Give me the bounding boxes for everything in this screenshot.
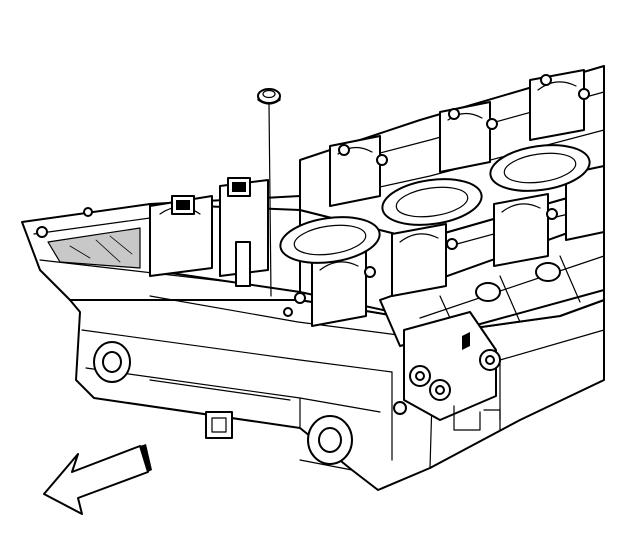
front-end-bolts	[393, 311, 501, 431]
o-ring-seal-icon	[257, 88, 281, 105]
arrow-down-left-icon	[43, 444, 152, 515]
cam-bearing-caps	[149, 69, 605, 327]
port-flanges	[279, 144, 591, 264]
seal-leader-line	[268, 103, 272, 297]
